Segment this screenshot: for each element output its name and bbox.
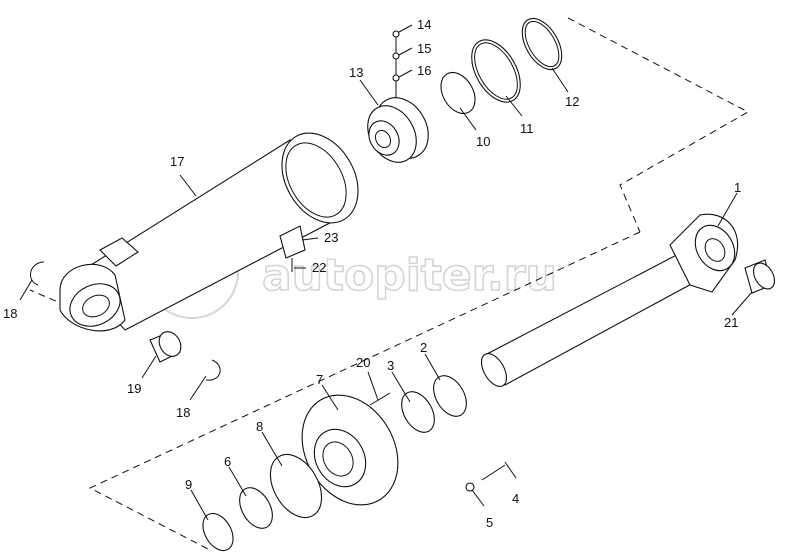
callout-3: 3 (387, 358, 394, 373)
callout-14: 14 (417, 17, 431, 32)
callout-19: 19 (127, 381, 141, 396)
callout-22: 22 (312, 260, 326, 275)
callout-15: 15 (417, 41, 431, 56)
callout-23: 23 (324, 230, 338, 245)
callout-17: 17 (170, 154, 184, 169)
callout-5: 5 (486, 515, 493, 530)
gland-assembly (202, 375, 467, 552)
callout-18b: 18 (176, 405, 190, 420)
callout-20: 20 (356, 355, 370, 370)
callout-16: 16 (417, 63, 431, 78)
callout-8: 8 (256, 419, 263, 434)
callout-11: 11 (520, 121, 534, 136)
callout-7: 7 (316, 372, 323, 387)
bolts (369, 392, 506, 492)
piston (367, 97, 429, 163)
callout-9: 9 (185, 477, 192, 492)
cylinder-barrel (59, 132, 359, 332)
callout-2: 2 (420, 340, 427, 355)
piston-rod (480, 213, 739, 387)
callout-12: 12 (565, 94, 579, 109)
callout-6: 6 (224, 454, 231, 469)
callout-4: 4 (512, 491, 519, 506)
leader-lines (19, 24, 753, 521)
callout-10: 10 (476, 134, 490, 149)
piston-rings (440, 17, 563, 115)
callout-21: 21 (724, 315, 738, 330)
callout-13: 13 (349, 65, 363, 80)
bushings (149, 259, 776, 363)
piston-screws (392, 30, 400, 98)
callout-labels: 1 2 3 4 5 6 7 8 9 10 11 12 13 14 15 16 1… (3, 17, 741, 530)
snap-rings (29, 261, 221, 381)
callout-1: 1 (734, 180, 741, 195)
callout-18a: 18 (3, 306, 17, 321)
watermark-site-text: autopiter.ru (262, 250, 557, 301)
